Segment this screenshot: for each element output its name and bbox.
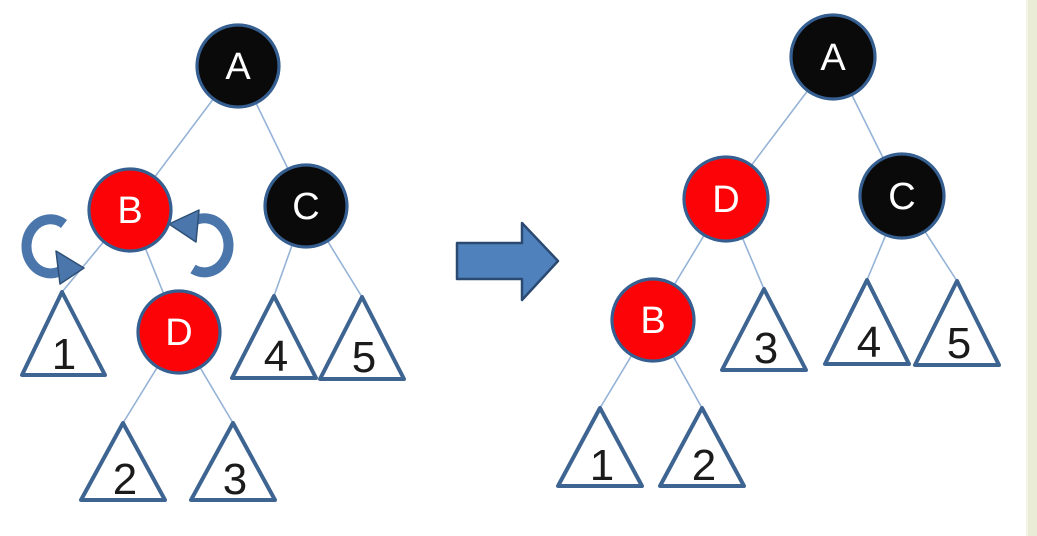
leaf-triangle-5-before xyxy=(318,295,406,381)
node-label-a-after: A xyxy=(820,37,846,79)
node-label-c-after: C xyxy=(888,176,915,218)
leaf-label-1-before: 1 xyxy=(52,330,76,379)
rotation-arrow-right-head xyxy=(168,209,200,243)
node-label-a-before: A xyxy=(225,46,251,88)
leaf-triangle-1-before xyxy=(20,290,107,377)
rotation-arrow-left-icon xyxy=(21,214,85,285)
node-b-before xyxy=(87,167,173,253)
leaf-label-2-after: 2 xyxy=(692,441,716,490)
node-c-before xyxy=(263,163,349,249)
node-d-after xyxy=(682,155,770,243)
node-label-b-before: B xyxy=(117,190,142,232)
leaf-triangle-1-after xyxy=(556,406,644,488)
rotation-arrow-left-arc xyxy=(21,214,68,279)
node-d-before xyxy=(136,289,222,375)
slide-edge-strip xyxy=(1026,0,1037,536)
transition-arrow-icon xyxy=(455,221,560,302)
tree-after: 1 2 3 4 5 A D C B xyxy=(556,13,1001,490)
leaf-triangle-2-before xyxy=(79,421,167,502)
node-label-c-before: C xyxy=(292,186,319,228)
leaf-label-4-before: 4 xyxy=(264,332,288,381)
leaf-triangle-4-before xyxy=(230,294,318,380)
node-label-b-after: B xyxy=(640,300,665,342)
leaf-triangle-3-before xyxy=(189,421,277,502)
leaf-label-5-before: 5 xyxy=(352,333,376,382)
leaf-label-3-after: 3 xyxy=(754,324,778,373)
leaf-label-4-after: 4 xyxy=(857,318,881,367)
leaf-triangle-2-after xyxy=(658,406,746,488)
leaf-label-5-after: 5 xyxy=(947,319,971,368)
tree-before: 1 2 3 4 5 A B C D xyxy=(20,23,406,504)
node-c-after xyxy=(858,152,946,240)
leaf-label-3-before: 3 xyxy=(223,455,247,504)
leaf-label-1-after: 1 xyxy=(590,441,614,490)
leaf-label-2-before: 2 xyxy=(113,455,137,504)
node-label-d-after: D xyxy=(712,179,739,221)
rotation-arrow-right-icon xyxy=(168,209,234,278)
leaf-triangle-4-after xyxy=(823,278,911,366)
leaf-triangle-3-after xyxy=(720,287,808,372)
rotation-arrow-right-arc xyxy=(187,213,234,278)
node-label-d-before: D xyxy=(165,312,192,354)
rotation-arrow-left-head xyxy=(55,250,85,285)
node-b-after xyxy=(610,277,696,363)
node-a-after xyxy=(789,13,877,101)
leaf-triangle-5-after xyxy=(913,279,1001,367)
node-a-before xyxy=(195,23,281,109)
